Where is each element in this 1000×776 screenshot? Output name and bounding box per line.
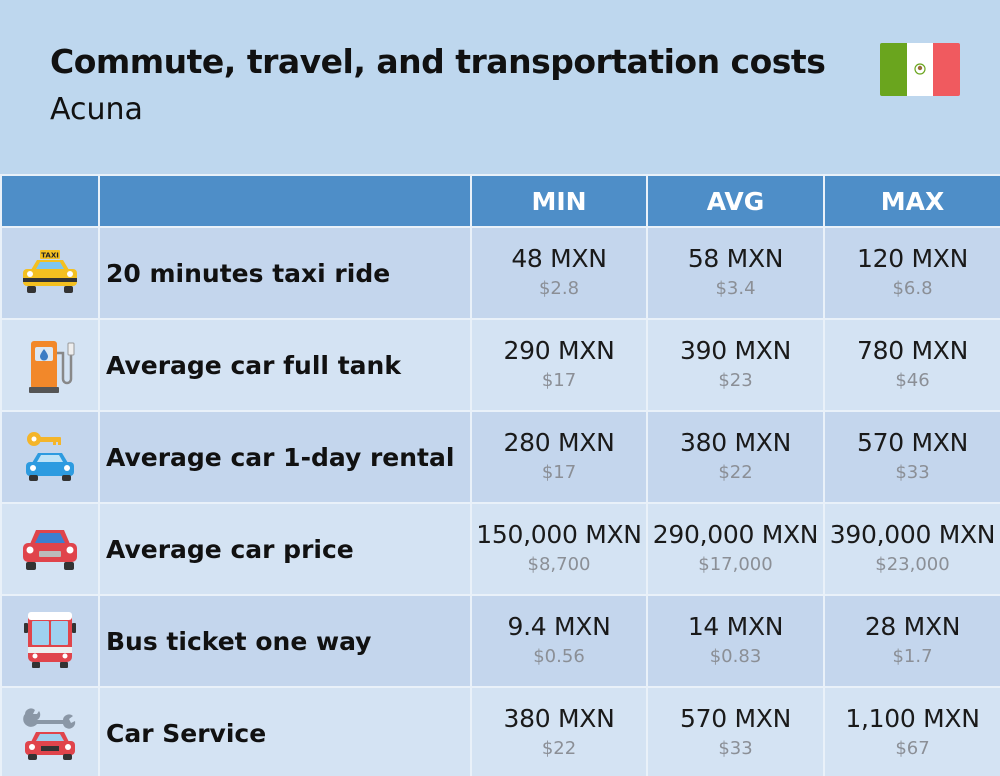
value-cell-min: 280 MXN $17 xyxy=(470,410,648,504)
column-header-avg: AVG xyxy=(646,174,825,228)
min-usd-value: $2.8 xyxy=(538,278,580,299)
table-row: Bus ticket one way 9.4 MXN $0.56 14 MXN $0.8… xyxy=(0,594,1000,688)
max-usd-value: $67 xyxy=(895,738,930,759)
value-cell-min: 290 MXN $17 xyxy=(470,318,648,412)
car-rental-key-icon xyxy=(0,410,100,504)
row-label: Bus ticket one way xyxy=(98,594,472,688)
city-subtitle: Acuna xyxy=(50,92,143,127)
column-header-label xyxy=(98,174,472,228)
avg-usd-value: $17,000 xyxy=(698,554,773,575)
min-mxn-value: 280 MXN xyxy=(503,428,615,457)
taxi-icon: TAXI xyxy=(0,226,100,320)
column-header-min: MIN xyxy=(470,174,648,228)
max-mxn-value: 570 MXN xyxy=(857,428,968,457)
avg-usd-value: $23 xyxy=(718,370,753,391)
table-row: Average car 1-day rental 280 MXN $17 380 MX… xyxy=(0,410,1000,504)
page-title: Commute, travel, and transportation cost… xyxy=(50,42,826,81)
value-cell-min: 48 MXN $2.8 xyxy=(470,226,648,320)
table-row: Average car full tank 290 MXN $17 390 MXN $2… xyxy=(0,318,1000,412)
value-cell-avg: 14 MXN $0.83 xyxy=(646,594,825,688)
avg-mxn-value: 14 MXN xyxy=(687,612,784,641)
avg-mxn-value: 390 MXN xyxy=(680,336,791,365)
value-cell-avg: 58 MXN $3.4 xyxy=(646,226,825,320)
value-cell-avg: 390 MXN $23 xyxy=(646,318,825,412)
value-cell-min: 380 MXN $22 xyxy=(470,686,648,776)
min-usd-value: $0.56 xyxy=(533,646,585,667)
max-mxn-value: 390,000 MXN xyxy=(829,520,996,549)
avg-usd-value: $22 xyxy=(718,462,753,483)
row-label: 20 minutes taxi ride xyxy=(98,226,472,320)
avg-usd-value: $33 xyxy=(718,738,753,759)
min-mxn-value: 9.4 MXN xyxy=(507,612,611,641)
value-cell-max: 120 MXN $6.8 xyxy=(823,226,1000,320)
avg-mxn-value: 58 MXN xyxy=(687,244,784,273)
value-cell-avg: 290,000 MXN $17,000 xyxy=(646,502,825,596)
max-usd-value: $1.7 xyxy=(892,646,933,667)
table-row: Car Service 380 MXN $22 570 MXN $33 1,100 MXN… xyxy=(0,686,1000,776)
max-usd-value: $23,000 xyxy=(875,554,950,575)
max-usd-value: $6.8 xyxy=(892,278,933,299)
min-mxn-value: 48 MXN xyxy=(511,244,607,273)
max-mxn-value: 28 MXN xyxy=(864,612,961,641)
value-cell-max: 780 MXN $46 xyxy=(823,318,1000,412)
row-label: Average car price xyxy=(98,502,472,596)
value-cell-min: 9.4 MXN $0.56 xyxy=(470,594,648,688)
row-label: Car Service xyxy=(98,686,472,776)
wrench-car-icon xyxy=(0,686,100,776)
header: Commute, travel, and transportation cost… xyxy=(0,0,1000,174)
max-usd-value: $46 xyxy=(895,370,930,391)
min-usd-value: $22 xyxy=(541,738,577,759)
max-usd-value: $33 xyxy=(895,462,930,483)
max-mxn-value: 120 MXN xyxy=(857,244,968,273)
car-icon xyxy=(0,502,100,596)
value-cell-min: 150,000 MXN $8,700 xyxy=(470,502,648,596)
min-usd-value: $17 xyxy=(541,370,577,391)
row-label: Average car full tank xyxy=(98,318,472,412)
column-header-max: MAX xyxy=(823,174,1000,228)
value-cell-max: 1,100 MXN $67 xyxy=(823,686,1000,776)
avg-mxn-value: 570 MXN xyxy=(680,704,791,733)
min-usd-value: $17 xyxy=(541,462,577,483)
avg-mxn-value: 380 MXN xyxy=(680,428,791,457)
column-header-icon xyxy=(0,174,100,228)
min-mxn-value: 290 MXN xyxy=(503,336,615,365)
value-cell-avg: 380 MXN $22 xyxy=(646,410,825,504)
min-mxn-value: 380 MXN xyxy=(503,704,615,733)
avg-usd-value: $3.4 xyxy=(715,278,756,299)
svg-text:TAXI: TAXI xyxy=(41,252,59,260)
avg-mxn-value: 290,000 MXN xyxy=(652,520,819,549)
value-cell-max: 570 MXN $33 xyxy=(823,410,1000,504)
value-cell-max: 28 MXN $1.7 xyxy=(823,594,1000,688)
max-mxn-value: 780 MXN xyxy=(857,336,968,365)
bus-icon xyxy=(0,594,100,688)
table-row: TAXI 20 minutes taxi ride 48 MXN $2.8 58 MX… xyxy=(0,226,1000,320)
min-mxn-value: 150,000 MXN xyxy=(476,520,642,549)
value-cell-avg: 570 MXN $33 xyxy=(646,686,825,776)
fuel-pump-icon xyxy=(0,318,100,412)
table-header-row: MIN AVG MAX xyxy=(0,174,1000,228)
value-cell-max: 390,000 MXN $23,000 xyxy=(823,502,1000,596)
mexico-flag-icon xyxy=(880,43,960,96)
avg-usd-value: $0.83 xyxy=(709,646,762,667)
row-label: Average car 1-day rental xyxy=(98,410,472,504)
max-mxn-value: 1,100 MXN xyxy=(845,704,980,733)
min-usd-value: $8,700 xyxy=(527,554,591,575)
